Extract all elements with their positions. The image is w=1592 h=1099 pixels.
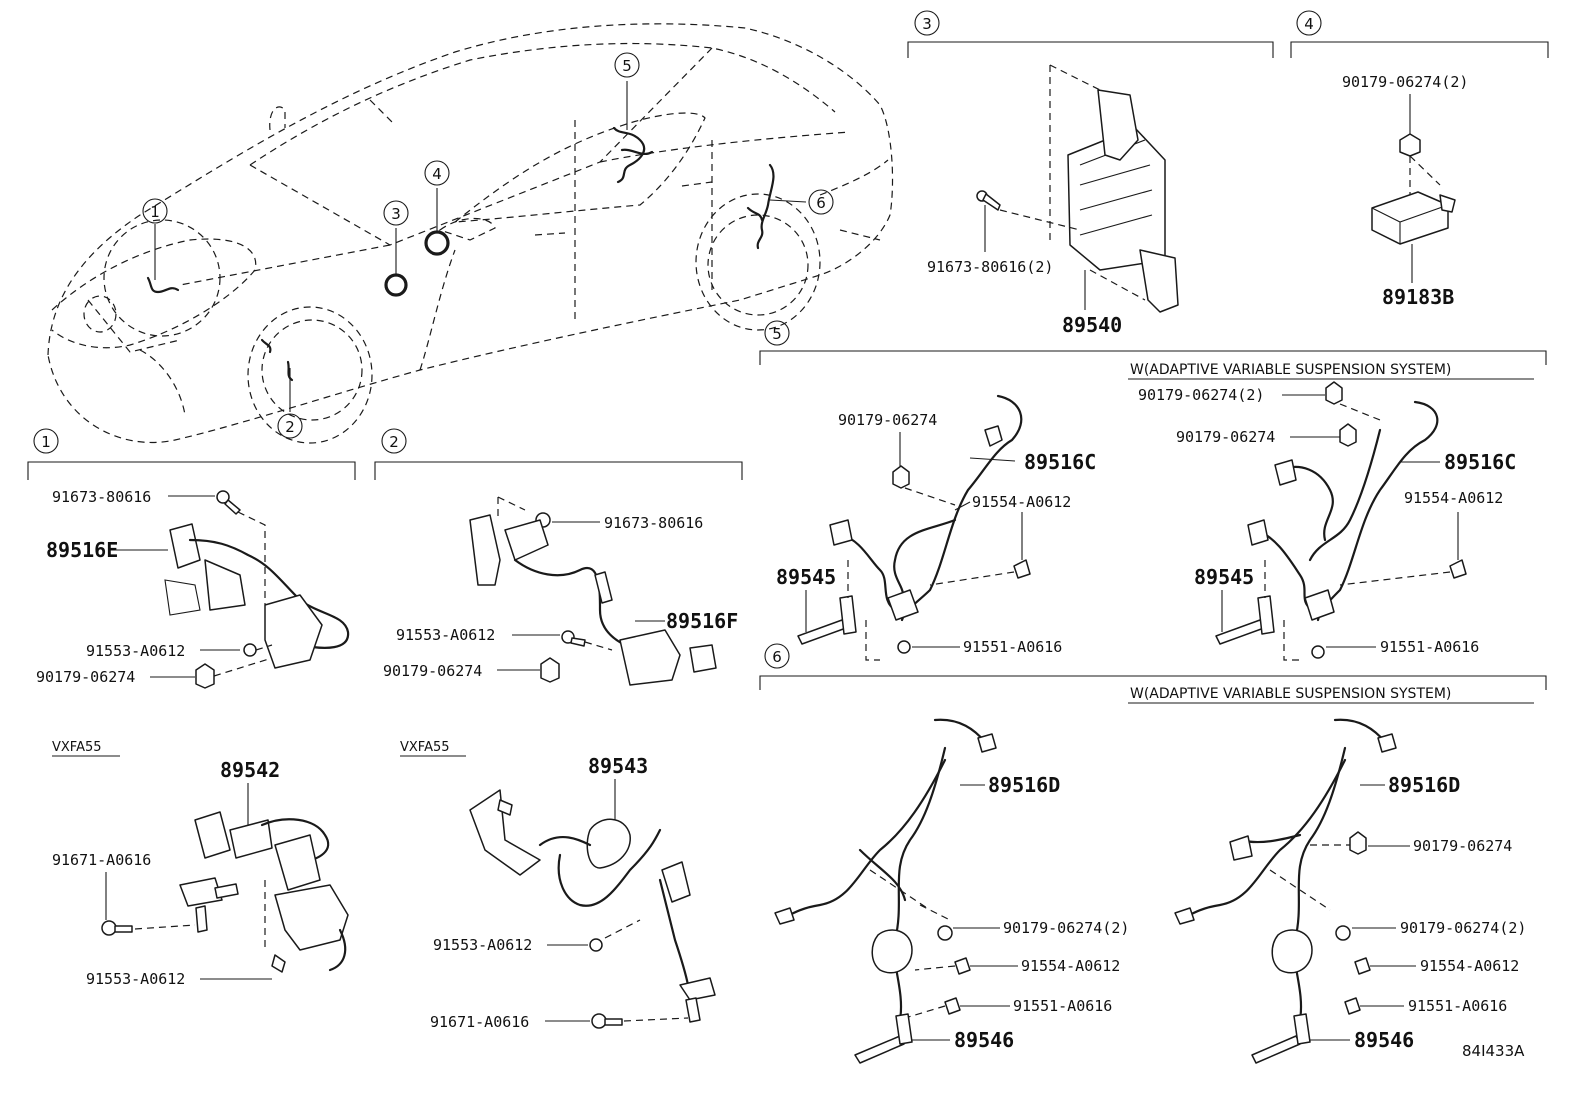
svg-text:89540: 89540 (1062, 313, 1122, 337)
speed-sensor-89546-right (1251, 1035, 1301, 1064)
callout-2: 2 (277, 413, 303, 439)
location-marker-4 (424, 230, 450, 256)
svg-text:90179-06274: 90179-06274 (383, 662, 482, 680)
svg-text:6: 6 (816, 194, 826, 212)
svg-text:4: 4 (1304, 15, 1314, 33)
sensor-89542 (194, 811, 231, 859)
bracket-89543 (469, 789, 541, 876)
diagram-id: 84I433A (1462, 1042, 1525, 1060)
section-3: 3 91673-80616(2) 89540 (907, 10, 1274, 337)
svg-text:3: 3 (391, 205, 401, 223)
svg-text:90179-06274: 90179-06274 (36, 668, 135, 686)
callout-3: 3 (383, 200, 409, 226)
svg-text:89545: 89545 (776, 565, 836, 589)
svg-text:89516D: 89516D (988, 773, 1060, 797)
svg-text:91553-A0612: 91553-A0612 (86, 970, 185, 988)
car-illustration: 1 2 3 4 5 6 (47, 23, 894, 444)
location-marker-3 (384, 273, 408, 297)
svg-text:89516D: 89516D (1388, 773, 1460, 797)
svg-text:5: 5 (622, 57, 632, 75)
callout-4: 4 (424, 160, 450, 186)
variant-vxfa55-right: VXFA55 89543 91553-A0612 91671-A0616 (400, 740, 716, 1031)
svg-text:90179-06274: 90179-06274 (1413, 837, 1512, 855)
callout-5: 5 (614, 52, 640, 78)
svg-text:W(ADAPTIVE VARIABLE SUSPENSION: W(ADAPTIVE VARIABLE SUSPENSION SYSTEM) (1130, 362, 1451, 378)
callout-6: 6 (808, 189, 834, 215)
sensor-89516E (169, 523, 201, 569)
svg-text:91553-A0612: 91553-A0612 (86, 642, 185, 660)
svg-text:2: 2 (285, 418, 295, 436)
svg-text:91673-80616(2): 91673-80616(2) (927, 258, 1053, 276)
svg-text:5: 5 (772, 325, 782, 343)
svg-text:91551-A0616: 91551-A0616 (1408, 997, 1507, 1015)
svg-text:89543: 89543 (588, 754, 648, 778)
section-4: 4 90179-06274(2) 89183B (1290, 10, 1549, 309)
nut-90179-06274 (1399, 133, 1421, 157)
svg-text:89546: 89546 (1354, 1028, 1414, 1052)
svg-text:91551-A0616: 91551-A0616 (963, 638, 1062, 656)
svg-text:91673-80616: 91673-80616 (604, 514, 703, 532)
svg-text:91553-A0612: 91553-A0612 (396, 626, 495, 644)
svg-text:90179-06274(2): 90179-06274(2) (1003, 919, 1129, 937)
svg-text:89516C: 89516C (1024, 450, 1096, 474)
svg-text:91554-A0612: 91554-A0612 (1420, 957, 1519, 975)
section-6: 6 W(ADAPTIVE VARIABLE SUSPENSION SYSTEM)… (759, 643, 1547, 1064)
svg-text:89516E: 89516E (46, 538, 118, 562)
svg-text:91673-80616: 91673-80616 (52, 488, 151, 506)
svg-text:89183B: 89183B (1382, 285, 1454, 309)
svg-text:89545: 89545 (1194, 565, 1254, 589)
svg-text:90179-06274(2): 90179-06274(2) (1342, 73, 1468, 91)
variant-vxfa55-left: VXFA55 89542 91671-A0616 91553-A0612 (52, 740, 349, 988)
svg-text:VXFA55: VXFA55 (52, 740, 102, 755)
section-2: 2 91673-80616 89516F 91553-A0612 90179-0… (374, 428, 743, 686)
bracket-89516F (469, 514, 501, 586)
svg-text:90179-06274: 90179-06274 (838, 411, 937, 429)
section-1: 1 91673-80616 89516E 91553-A0612 90179-0… (27, 428, 356, 689)
svg-text:1: 1 (150, 203, 160, 221)
svg-text:91554-A0612: 91554-A0612 (972, 493, 1071, 511)
svg-text:90179-06274(2): 90179-06274(2) (1400, 919, 1526, 937)
svg-text:6: 6 (772, 648, 782, 666)
svg-text:91551-A0616: 91551-A0616 (1380, 638, 1479, 656)
speed-sensor-89545-left (797, 619, 847, 645)
svg-text:91671-A0616: 91671-A0616 (52, 851, 151, 869)
svg-text:91671-A0616: 91671-A0616 (430, 1013, 529, 1031)
svg-text:89516C: 89516C (1444, 450, 1516, 474)
svg-text:W(ADAPTIVE VARIABLE SUSPENSION: W(ADAPTIVE VARIABLE SUSPENSION SYSTEM) (1130, 686, 1451, 702)
svg-text:91554-A0612: 91554-A0612 (1404, 489, 1503, 507)
svg-text:91551-A0616: 91551-A0616 (1013, 997, 1112, 1015)
svg-text:89542: 89542 (220, 758, 280, 782)
svg-text:89546: 89546 (954, 1028, 1014, 1052)
svg-text:4: 4 (432, 165, 442, 183)
svg-text:1: 1 (41, 433, 51, 451)
speed-sensor-89545-right (1215, 619, 1265, 645)
svg-text:89516F: 89516F (666, 609, 738, 633)
svg-text:3: 3 (922, 15, 932, 33)
callout-1: 1 (142, 198, 168, 224)
speed-sensor-89546-left (854, 1035, 905, 1064)
svg-text:90179-06274(2): 90179-06274(2) (1138, 386, 1264, 404)
svg-text:VXFA55: VXFA55 (400, 740, 450, 755)
svg-text:2: 2 (389, 433, 399, 451)
svg-text:91554-A0612: 91554-A0612 (1021, 957, 1120, 975)
section-5: 5 W(ADAPTIVE VARIABLE SUSPENSION SYSTEM)… (759, 320, 1547, 661)
svg-text:91553-A0612: 91553-A0612 (433, 936, 532, 954)
svg-text:90179-06274: 90179-06274 (1176, 428, 1275, 446)
